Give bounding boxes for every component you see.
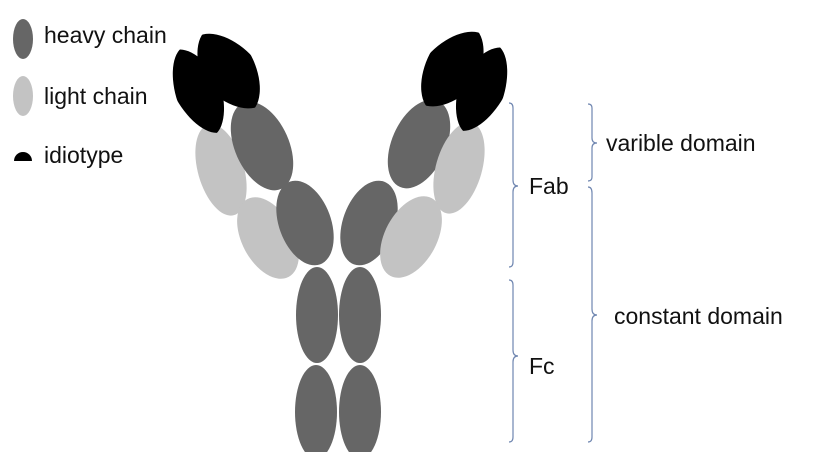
fab-bracket	[509, 103, 518, 267]
heavy-chain-legend-swatch	[13, 19, 33, 59]
antibody	[163, 15, 516, 452]
fab-label: Fab	[529, 173, 569, 199]
variable-domain-bracket	[588, 104, 597, 181]
idiotype-legend-swatch	[14, 152, 32, 161]
fc-right-ch3	[339, 365, 381, 452]
fc-left-ch2	[296, 267, 338, 363]
light-chain-legend-swatch	[13, 76, 33, 116]
fc-label: Fc	[529, 353, 555, 379]
brackets	[509, 103, 597, 442]
constant-domain-label: constant domain	[614, 303, 783, 329]
heavy-chain-label: heavy chain	[44, 22, 167, 48]
idiotype-label: idiotype	[44, 142, 123, 168]
fc-right-ch2	[339, 267, 381, 363]
variable-domain-label: varible domain	[606, 130, 756, 156]
fc-bracket	[509, 280, 518, 442]
legend: heavy chain light chain idiotype	[13, 19, 167, 168]
light-chain-label: light chain	[44, 83, 148, 109]
fc-left-ch3	[295, 365, 337, 452]
constant-domain-bracket	[588, 187, 597, 442]
